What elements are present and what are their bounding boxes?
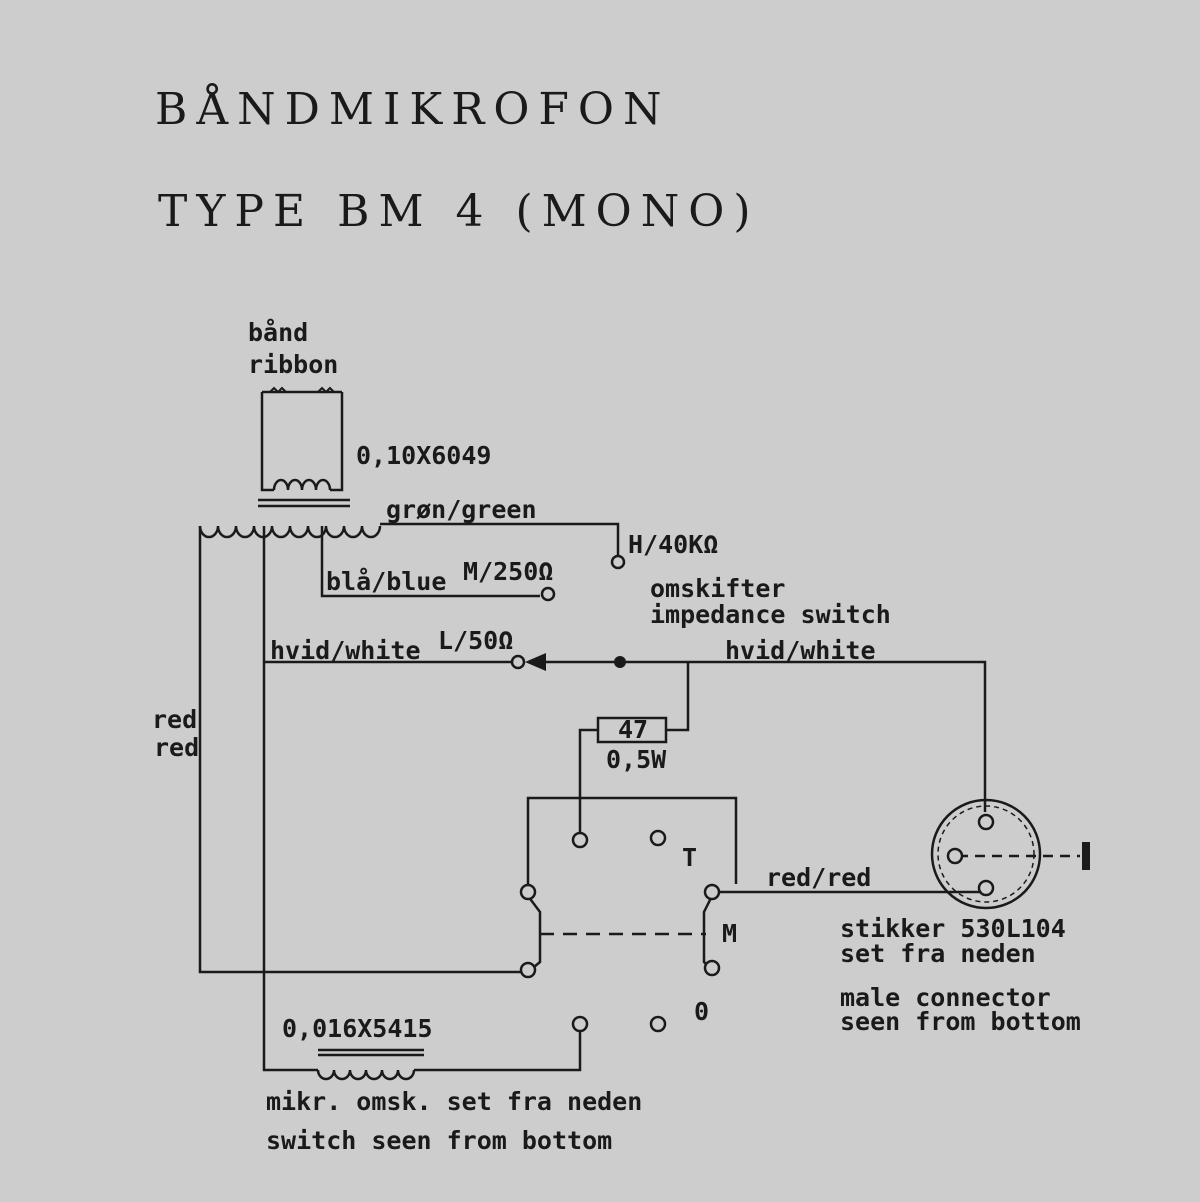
mic-switch-terminal — [571, 1015, 589, 1033]
connector-label-da-2: set fra neden — [840, 939, 1036, 968]
green-wire-label: grøn/green — [386, 495, 537, 524]
choke-spec: 0,016X5415 — [282, 1014, 433, 1043]
transformer-spec: 0,10X6049 — [356, 441, 491, 470]
connector-label-da-1: stikker 530L104 — [840, 914, 1066, 943]
mic-switch-terminal — [519, 961, 537, 979]
mic-switch-frame — [526, 796, 738, 884]
terminals — [510, 554, 721, 1033]
switch-position-t: T — [682, 843, 697, 872]
green-wire — [380, 522, 620, 556]
mic-switch-terminal — [703, 883, 721, 901]
red-label-2: red — [154, 733, 199, 762]
connector-label-en-1: male connector — [840, 983, 1051, 1012]
red-red-label: red/red — [766, 863, 871, 892]
caption-en: switch seen from bottom — [266, 1126, 612, 1155]
tap-low-label: L/50Ω — [438, 626, 513, 655]
blue-wire-label: blå/blue — [326, 567, 446, 596]
terminal-m — [540, 586, 556, 602]
tap-medium-label: M/250Ω — [463, 557, 553, 586]
connector-pin — [946, 847, 964, 865]
mic-switch-terminal — [571, 831, 589, 849]
caption-da: mikr. omsk. set fra neden — [266, 1087, 642, 1116]
impedance-switch-wiper — [528, 660, 987, 812]
connector-label-en-2: seen from bottom — [840, 1007, 1081, 1036]
resistor-power: 0,5W — [606, 745, 667, 774]
mic-switch-terminal — [519, 883, 537, 901]
transformer-core — [258, 498, 350, 508]
choke-wire — [414, 1030, 582, 1072]
resistor-wire — [666, 662, 690, 732]
mic-switch-terminal — [649, 1015, 667, 1033]
transformer-primary-coil — [272, 478, 332, 491]
title-line-2: TYPE BM 4 (MONO) — [158, 186, 760, 237]
title-line-1: BÅNDMIKROFON — [155, 82, 671, 135]
white-wire-label-left: hvid/white — [270, 636, 421, 665]
switch-label-da: omskifter — [650, 574, 785, 603]
choke-core — [318, 1048, 424, 1057]
ribbon-label-en: ribbon — [248, 350, 338, 379]
ribbon-label-da: bånd — [248, 318, 308, 347]
red-label-1: red — [152, 705, 197, 734]
transformer-output-coil — [198, 525, 382, 539]
tap-high-label: H/40KΩ — [628, 530, 718, 559]
white-wire-label-right: hvid/white — [725, 636, 876, 665]
terminal-h — [610, 554, 626, 570]
switch-position-m: M — [722, 919, 737, 948]
switch-position-0: 0 — [694, 997, 709, 1026]
blue-wire — [320, 526, 540, 598]
mic-switch-terminal — [703, 959, 721, 977]
switch-pivot — [614, 656, 626, 668]
resistor-wire-lower — [578, 728, 598, 832]
red-wire-left — [198, 526, 522, 974]
resistor-value: 47 — [618, 715, 648, 744]
connector-pin — [977, 813, 995, 831]
connector-pin — [977, 879, 995, 897]
switch-contact-arrow — [525, 653, 546, 671]
ribbon-element — [260, 386, 344, 492]
connector-530L104 — [930, 798, 1090, 910]
mic-switch-terminal — [649, 829, 667, 847]
choke-coil — [316, 1069, 416, 1081]
switch-label-en: impedance switch — [650, 600, 891, 629]
terminal-l — [510, 654, 526, 670]
white-wire-left — [262, 526, 318, 1072]
mic-switch-contact-left — [527, 895, 542, 973]
